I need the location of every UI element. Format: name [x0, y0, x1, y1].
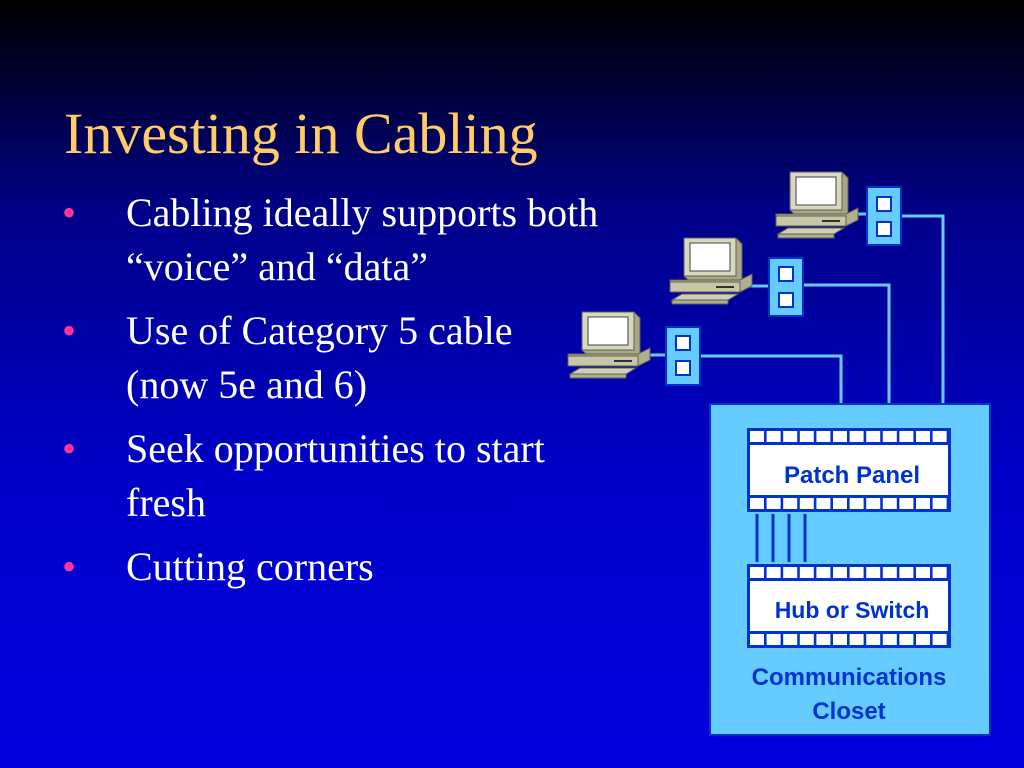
port-icon [833, 567, 847, 578]
bullet-text: Cabling ideally supports both “voice” an… [126, 190, 599, 289]
patch-cords [755, 514, 807, 562]
bullet-text: Cutting corners [126, 544, 374, 589]
port-icon [833, 498, 847, 509]
port-icon [932, 567, 947, 578]
bullet-text: Seek opportunities to start fresh [126, 426, 545, 525]
bullet-list: • Cabling ideally supports both “voice” … [62, 186, 602, 604]
port-icon [932, 431, 947, 442]
port-row [750, 567, 947, 578]
computer-icon [775, 171, 859, 239]
port-icon [916, 634, 930, 645]
port-icon [899, 498, 914, 509]
port-icon [899, 567, 914, 578]
computer-icon [669, 237, 753, 305]
port-icon [833, 634, 847, 645]
bullet-icon: • [62, 426, 77, 471]
port-icon [750, 498, 764, 509]
bullet-item: • Cabling ideally supports both “voice” … [62, 186, 602, 294]
port-icon [849, 498, 864, 509]
port-row [750, 634, 947, 645]
port-icon [849, 567, 864, 578]
bullet-item: • Use of Category 5 cable (now 5e and 6) [62, 304, 602, 412]
port-icon [783, 567, 798, 578]
port-icon [799, 634, 814, 645]
port-icon [849, 634, 864, 645]
wall-jack-icon [866, 186, 902, 246]
port-icon [816, 567, 831, 578]
port-icon [783, 634, 798, 645]
hub-switch-label: Hub or Switch [775, 597, 930, 623]
port-icon [866, 634, 881, 645]
port-row [750, 498, 947, 509]
port-icon [799, 498, 814, 509]
port-icon [799, 431, 814, 442]
wall-jack-icon [665, 326, 701, 386]
port-icon [750, 567, 764, 578]
port-icon [849, 431, 864, 442]
bullet-item: • Cutting corners [62, 540, 602, 594]
port-icon [866, 567, 881, 578]
wall-jack-icon [768, 257, 804, 317]
cable-lines [634, 212, 945, 404]
port-icon [899, 431, 914, 442]
port-icon [932, 498, 947, 509]
port-icon [750, 431, 764, 442]
computer-icon [567, 311, 651, 379]
port-icon [916, 567, 930, 578]
port-icon [882, 431, 897, 442]
closet-label-line2: Closet [812, 698, 885, 725]
bullet-icon: • [62, 308, 77, 353]
port-icon [866, 431, 881, 442]
port-icon [766, 634, 781, 645]
port-icon [816, 431, 831, 442]
port-icon [899, 634, 914, 645]
port-icon [816, 634, 831, 645]
bullet-icon: • [62, 190, 77, 235]
patch-panel-label: Patch Panel [784, 462, 920, 489]
port-icon [916, 431, 930, 442]
port-icon [816, 498, 831, 509]
port-icon [866, 498, 881, 509]
bullet-item: • Seek opportunities to start fresh [62, 422, 602, 530]
slide-title: Investing in Cabling [64, 101, 538, 166]
port-icon [882, 567, 897, 578]
port-icon [833, 431, 847, 442]
port-icon [750, 634, 764, 645]
port-icon [766, 567, 781, 578]
port-icon [882, 498, 897, 509]
port-icon [766, 498, 781, 509]
port-icon [932, 634, 947, 645]
hub-switch: Hub or Switch [747, 564, 951, 648]
patch-panel: Patch Panel [747, 428, 951, 512]
port-icon [783, 431, 798, 442]
port-icon [799, 567, 814, 578]
port-icon [882, 634, 897, 645]
port-row [750, 431, 947, 442]
port-icon [766, 431, 781, 442]
port-icon [783, 498, 798, 509]
bullet-icon: • [62, 544, 77, 589]
closet-label-line1: Communications [752, 664, 947, 691]
bullet-text: Use of Category 5 cable (now 5e and 6) [126, 308, 513, 407]
port-icon [916, 498, 930, 509]
